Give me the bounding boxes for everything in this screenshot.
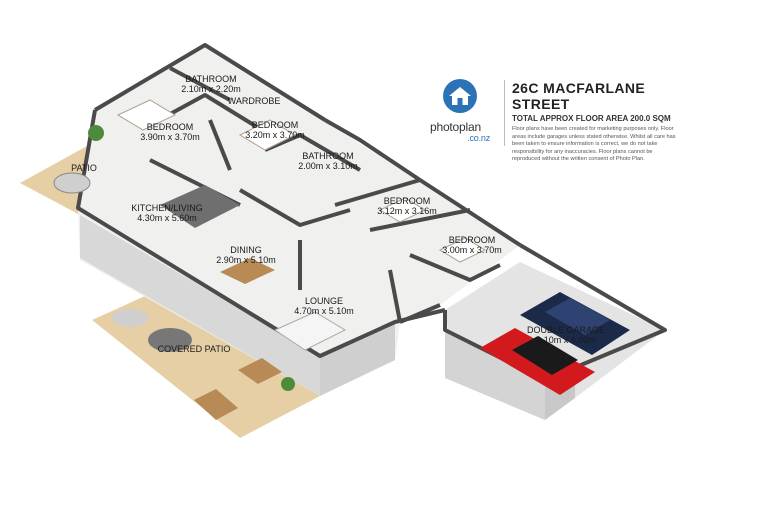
room-label-wardrobe: WARDROBE (228, 96, 281, 106)
bench-2 (194, 389, 238, 420)
car-navy (520, 292, 630, 355)
umbrella (112, 309, 148, 327)
front-wall-face (80, 215, 320, 396)
room-label-covered-patio: COVERED PATIO (158, 344, 231, 354)
covered-patio-table (148, 328, 192, 352)
room-name: BEDROOM (448, 235, 496, 245)
floor-area: TOTAL APPROX FLOOR AREA 200.0 SQM (512, 114, 671, 123)
kitchen-island (160, 185, 240, 228)
room-name: BEDROOM (146, 122, 194, 132)
photoplan-logo: photoplan .co.nz (428, 78, 506, 158)
garage-front-face (445, 330, 545, 420)
room-label-dining: DINING 2.90m x 5.10m (216, 245, 276, 265)
room-label-bathroom-2: BATHROOM 2.00m x 3.10m (298, 151, 358, 171)
logo-wordmark: photoplan .co.nz (430, 120, 510, 143)
room-name: DINING (230, 245, 262, 255)
bed-1 (116, 99, 177, 131)
room-name: PATIO (71, 163, 97, 173)
bed-2 (238, 119, 297, 151)
covered-patio-deck (92, 287, 320, 438)
disclaimer-text: Floor plans have been created for market… (512, 126, 676, 162)
room-label-bedroom-3: BEDROOM 3.12m x 3.16m (377, 196, 437, 216)
room-label-double-garage: DOUBLE GARAGE 6.10m x 6.00m (527, 325, 605, 345)
room-size: 3.12m x 3.16m (377, 206, 437, 216)
header-divider (504, 80, 505, 146)
room-size: 3.90m x 3.70m (140, 132, 200, 142)
room-size: 3.20m x 3.70m (245, 130, 305, 140)
bed-3 (378, 197, 427, 223)
house-icon (443, 79, 477, 113)
room-name: WARDROBE (227, 96, 281, 106)
room-size: 6.10m x 6.00m (536, 335, 596, 345)
room-name: KITCHEN/LIVING (131, 203, 203, 213)
room-label-bedroom-4: BEDROOM 3.00m x 3.70m (442, 235, 502, 255)
room-size: 4.70m x 5.10m (294, 306, 354, 316)
room-size: 3.00m x 3.70m (442, 245, 502, 255)
room-name: DOUBLE GARAGE (526, 325, 606, 335)
wall-tops (76, 43, 667, 382)
bench-1 (238, 358, 282, 384)
logo-name: photoplan (430, 120, 481, 134)
bed-4 (438, 237, 487, 263)
property-info: 26C MACFARLANE STREET TOTAL APPROX FLOOR… (512, 80, 682, 164)
room-size: 2.10m x 2.20m (181, 84, 241, 94)
room-label-patio: PATIO (71, 163, 97, 173)
front-wall-face-2 (320, 322, 395, 396)
room-name: LOUNGE (304, 296, 343, 306)
room-label-bathroom-1: BATHROOM 2.10m x 2.20m (181, 74, 241, 94)
room-name: BATHROOM (302, 151, 354, 161)
room-name: BEDROOM (383, 196, 431, 206)
room-name: BEDROOM (251, 120, 299, 130)
room-name: COVERED PATIO (157, 344, 231, 354)
dining-table (220, 258, 275, 284)
lounge-sofa (273, 311, 347, 351)
room-size: 2.90m x 5.10m (216, 255, 276, 265)
patio-table (53, 172, 91, 194)
room-label-bedroom-2: BEDROOM 3.20m x 3.70m (245, 120, 305, 140)
plant-1 (88, 125, 104, 141)
room-label-bedroom-1: BEDROOM 3.90m x 3.70m (140, 122, 200, 142)
room-label-lounge: LOUNGE 4.70m x 5.10m (294, 296, 354, 316)
room-size: 2.00m x 3.10m (298, 161, 358, 171)
room-name: BATHROOM (185, 74, 237, 84)
car-red (480, 328, 595, 395)
room-size: 4.30m x 5.60m (137, 213, 197, 223)
plant-2 (281, 377, 295, 391)
logo-domain: .co.nz (467, 133, 490, 143)
property-address: 26C MACFARLANE STREET (512, 80, 646, 112)
room-label-kitchen-living: KITCHEN/LIVING 4.30m x 5.60m (131, 203, 203, 223)
